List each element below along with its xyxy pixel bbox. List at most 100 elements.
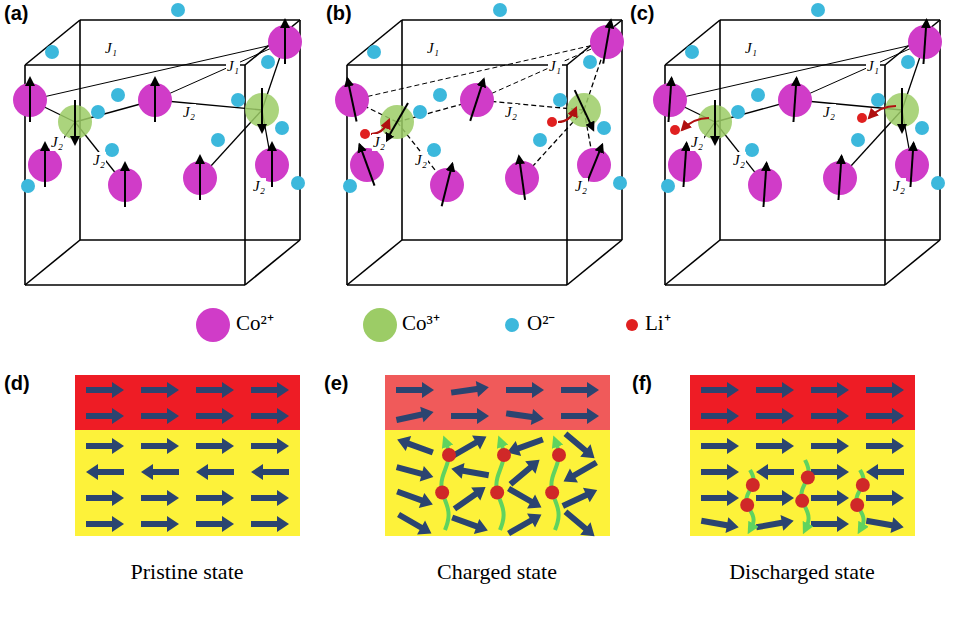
spin-arrow	[86, 516, 124, 532]
spin-arrow	[395, 404, 435, 428]
spin-arrow	[756, 490, 794, 506]
li-ion	[360, 129, 370, 139]
spin-arrow	[141, 382, 179, 398]
oxygen-ion	[45, 45, 59, 59]
ferromagnet-layer	[690, 375, 915, 430]
spin-arrow	[866, 490, 904, 506]
spin-arrow	[261, 88, 263, 132]
panel-label: (e)	[324, 372, 348, 394]
panel-label: (a)	[4, 2, 28, 24]
ferromagnet-layer	[385, 375, 610, 430]
oxygen-ion	[343, 179, 357, 193]
spin-arrow	[901, 88, 903, 132]
li-ion	[497, 448, 511, 462]
spin-arrow	[449, 510, 490, 538]
li-ion	[857, 113, 867, 123]
spin-arrow	[586, 145, 602, 186]
oxygen-ion	[21, 179, 35, 193]
oxygen-ion	[553, 93, 567, 107]
li-ion	[670, 125, 680, 135]
exchange-label: J₁	[548, 58, 562, 75]
spin-arrow	[701, 408, 739, 424]
exchange-label: J₁	[226, 58, 240, 75]
spin-arrow	[196, 382, 234, 398]
spin-arrow	[811, 408, 849, 424]
spin-arrow	[668, 78, 671, 122]
oxygen-ion	[493, 3, 507, 17]
exchange-label: J₂	[732, 152, 746, 169]
li-ion	[795, 494, 809, 508]
li-ion	[746, 478, 760, 492]
oxygen-ion	[533, 133, 547, 147]
cube-edge	[347, 20, 402, 65]
spin-arrow	[700, 513, 740, 535]
oxygen-ion	[731, 105, 745, 119]
panel-label: (d)	[4, 372, 30, 394]
oxygen-ion	[211, 133, 225, 147]
spin-arrow	[470, 79, 484, 121]
spin-arrow	[701, 382, 739, 398]
spin-arrow	[450, 379, 490, 400]
cube-edge	[347, 284, 567, 286]
spin-arrow	[714, 100, 716, 144]
spin-arrow	[359, 144, 374, 185]
spin-arrow	[394, 432, 435, 460]
spin-arrow	[196, 490, 234, 506]
li-ion	[801, 471, 815, 485]
spin-arrow	[451, 408, 489, 424]
exchange-label: J₂	[372, 134, 386, 151]
spin-arrow	[701, 438, 739, 454]
oxygen-ion	[931, 176, 945, 190]
panel-label: (b)	[326, 2, 352, 24]
li-path	[558, 108, 576, 122]
exchange-label: J₂	[690, 134, 704, 151]
oxygen-ion	[275, 121, 289, 135]
cube-panel	[13, 3, 305, 285]
oxygen-ion	[111, 88, 125, 102]
li-ion	[552, 448, 566, 462]
oxygen-ion	[597, 121, 611, 135]
exchange-label: J₂	[822, 104, 836, 121]
spin-arrow	[394, 484, 435, 512]
exchange-label: J₁	[866, 58, 880, 75]
ferromagnet-layer	[75, 375, 300, 430]
cube-edge	[885, 240, 940, 285]
oxygen-ion	[901, 55, 915, 69]
spin-arrow	[811, 490, 849, 506]
spin-arrow	[395, 459, 436, 484]
spin-arrow	[756, 408, 794, 424]
cube-panel	[335, 3, 627, 285]
panel-caption: Charged state	[347, 560, 647, 584]
spin-arrow	[251, 490, 289, 506]
spin-arrow	[199, 156, 201, 200]
band-panel	[385, 375, 610, 542]
spin-arrow	[923, 20, 926, 64]
spin-arrow	[450, 430, 491, 463]
oxygen-ion	[105, 143, 119, 157]
spin-arrow	[271, 143, 273, 187]
spin-arrow	[603, 20, 611, 63]
spin-arrow	[196, 516, 234, 532]
spin-arrow	[866, 464, 904, 480]
spin-arrow	[701, 490, 739, 506]
exchange-line	[477, 42, 607, 100]
oxygen-ion	[915, 121, 929, 135]
spin-arrow	[86, 438, 124, 454]
spin-arrow	[755, 513, 795, 535]
exchange-label: J₁	[104, 40, 118, 57]
panel-caption: Pristine state	[37, 560, 337, 584]
oxygen-ion	[367, 45, 381, 59]
spin-arrow	[506, 382, 544, 398]
panel-caption: Discharged state	[652, 560, 952, 584]
cube-edge	[80, 239, 300, 241]
oxygen-ion	[811, 3, 825, 17]
cube-edge	[665, 284, 885, 286]
spin-arrow	[866, 408, 904, 424]
legend-label: Li⁺	[645, 312, 671, 335]
cube-edge	[25, 64, 245, 66]
oxygen-ion	[871, 93, 885, 107]
spin-arrow	[561, 382, 599, 398]
exchange-label: J₂	[182, 104, 196, 121]
spin-arrow	[811, 464, 849, 480]
